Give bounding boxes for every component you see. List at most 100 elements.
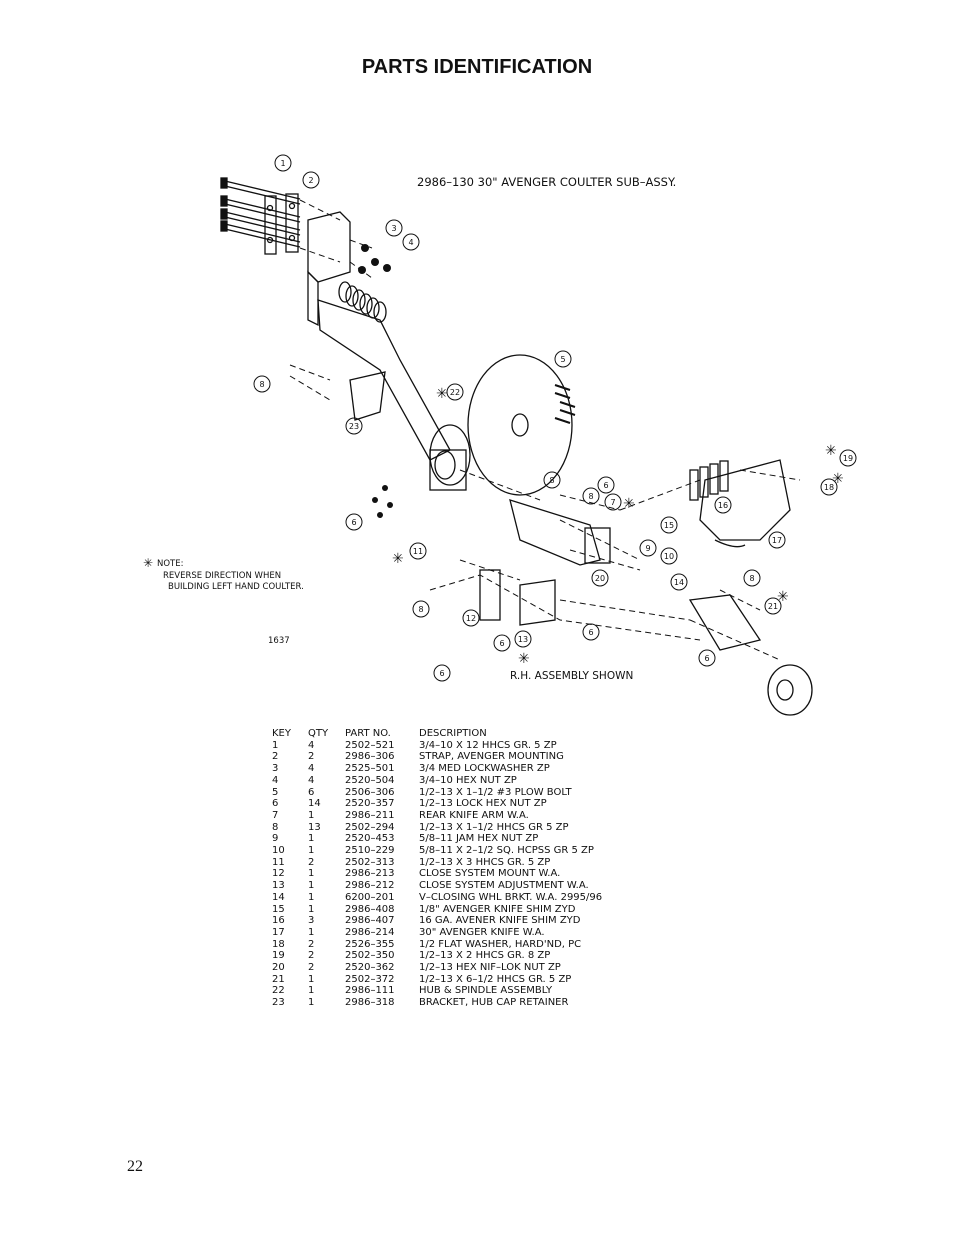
- row-part-no: 2986–111: [345, 985, 395, 997]
- row-qty: 4: [308, 774, 315, 786]
- row-key: 14: [272, 891, 285, 903]
- callout-20: 20: [595, 574, 605, 583]
- row-description: 1/8" AVENGER KNIFE SHIM ZYD: [419, 903, 576, 915]
- row-key: 20: [272, 962, 285, 974]
- row-qty: 14: [308, 798, 321, 810]
- diagram-title: 2986–130 30" AVENGER COULTER SUB–ASSY.: [417, 175, 676, 189]
- hub-cap-bracket: [349, 371, 386, 421]
- avenger-knife: [699, 459, 791, 541]
- row-part-no: 2986–213: [345, 868, 395, 880]
- row-key: 11: [272, 856, 285, 868]
- mount-plate: [307, 211, 351, 283]
- callout-17: 17: [772, 536, 782, 545]
- row-key: 17: [272, 926, 285, 938]
- row-description: 1/2–13 X 1–1/2 #3 PLOW BOLT: [419, 786, 572, 798]
- callout-19: 19: [843, 454, 853, 463]
- row-part-no: 2525–501: [345, 763, 395, 775]
- row-key: 9: [272, 833, 279, 845]
- header-key: KEY: [272, 728, 291, 739]
- callout-8: 8: [259, 380, 264, 389]
- row-qty: 13: [308, 821, 321, 833]
- row-description: CLOSE SYSTEM MOUNT W.A.: [419, 868, 561, 880]
- asterisk-marker: ✳: [832, 471, 844, 487]
- row-key: 8: [272, 821, 279, 833]
- callout-1: 1: [280, 159, 285, 168]
- row-part-no: 2526–355: [345, 938, 395, 950]
- row-qty: 4: [308, 739, 315, 751]
- callout-4: 4: [408, 238, 413, 247]
- row-part-no: 2986–211: [345, 809, 395, 821]
- header-description: DESCRIPTION: [419, 728, 487, 739]
- row-part-no: 2986–214: [345, 926, 395, 938]
- callout-8: 8: [749, 574, 754, 583]
- row-qty: 4: [308, 763, 315, 775]
- asterisk-marker: ✳: [518, 651, 530, 667]
- row-key: 3: [272, 763, 279, 775]
- close-system-mount: [479, 569, 501, 621]
- row-qty: 1: [308, 997, 315, 1009]
- row-key: 19: [272, 950, 285, 962]
- row-description: V–CLOSING WHL BRKT. W.A. 2995/96: [419, 891, 603, 903]
- callout-6: 6: [439, 669, 444, 678]
- callout-8: 8: [418, 605, 423, 614]
- row-description: 1/2–13 X 3 HHCS GR. 5 ZP: [419, 856, 551, 868]
- callout-6: 6: [603, 481, 608, 490]
- row-part-no: 2986–306: [345, 751, 395, 763]
- row-qty: 2: [308, 856, 315, 868]
- note-label: NOTE:: [157, 559, 183, 569]
- row-description: 3/4 MED LOCKWASHER ZP: [419, 763, 550, 775]
- callout-2: 2: [308, 176, 313, 185]
- callout-23: 23: [349, 422, 359, 431]
- callout-18: 18: [824, 483, 834, 492]
- row-part-no: 2502–313: [345, 856, 395, 868]
- row-key: 15: [272, 903, 285, 915]
- row-key: 13: [272, 880, 285, 892]
- row-qty: 2: [308, 938, 315, 950]
- row-part-no: 6200–201: [345, 891, 395, 903]
- callout-7: 7: [610, 498, 615, 507]
- callout-11: 11: [413, 547, 423, 556]
- callout-6: 6: [588, 628, 593, 637]
- row-part-no: 2502–294: [345, 821, 395, 833]
- row-part-no: 2986–212: [345, 880, 395, 892]
- header-qty: QTY: [308, 728, 329, 739]
- row-description: BRACKET, HUB CAP RETAINER: [419, 997, 569, 1009]
- callout-5: 5: [560, 355, 565, 364]
- row-part-no: 2520–504: [345, 774, 395, 786]
- row-qty: 1: [308, 809, 315, 821]
- closing-wheel-bracket: [688, 594, 762, 651]
- callout-8: 8: [549, 476, 554, 485]
- row-key: 16: [272, 915, 285, 927]
- row-qty: 1: [308, 903, 315, 915]
- row-description: 1/2 FLAT WASHER, HARD'ND, PC: [419, 938, 582, 950]
- row-key: 12: [272, 868, 285, 880]
- rear-knife-arm: [509, 499, 601, 566]
- row-description: 5/8–11 JAM HEX NUT ZP: [419, 833, 539, 845]
- row-key: 6: [272, 798, 279, 810]
- row-part-no: 2520–362: [345, 962, 395, 974]
- row-part-no: 2986–318: [345, 997, 395, 1009]
- row-description: 1/2–13 X 1–1/2 HHCS GR 5 ZP: [419, 821, 569, 833]
- row-qty: 1: [308, 926, 315, 938]
- asterisk-marker: ✳: [777, 589, 789, 605]
- row-description: HUB & SPINDLE ASSEMBLY: [419, 985, 553, 997]
- table-row: 11 2 2502–313 1/2–13 X 3 HHCS GR. 5 ZP: [270, 857, 602, 869]
- row-part-no: 2986–407: [345, 915, 395, 927]
- note-line-2: BUILDING LEFT HAND COULTER.: [168, 582, 304, 592]
- callout-15: 15: [664, 521, 674, 530]
- callout-6: 6: [499, 639, 504, 648]
- row-qty: 2: [308, 962, 315, 974]
- row-description: 1/2–13 HEX NIF–LOK NUT ZP: [419, 962, 561, 974]
